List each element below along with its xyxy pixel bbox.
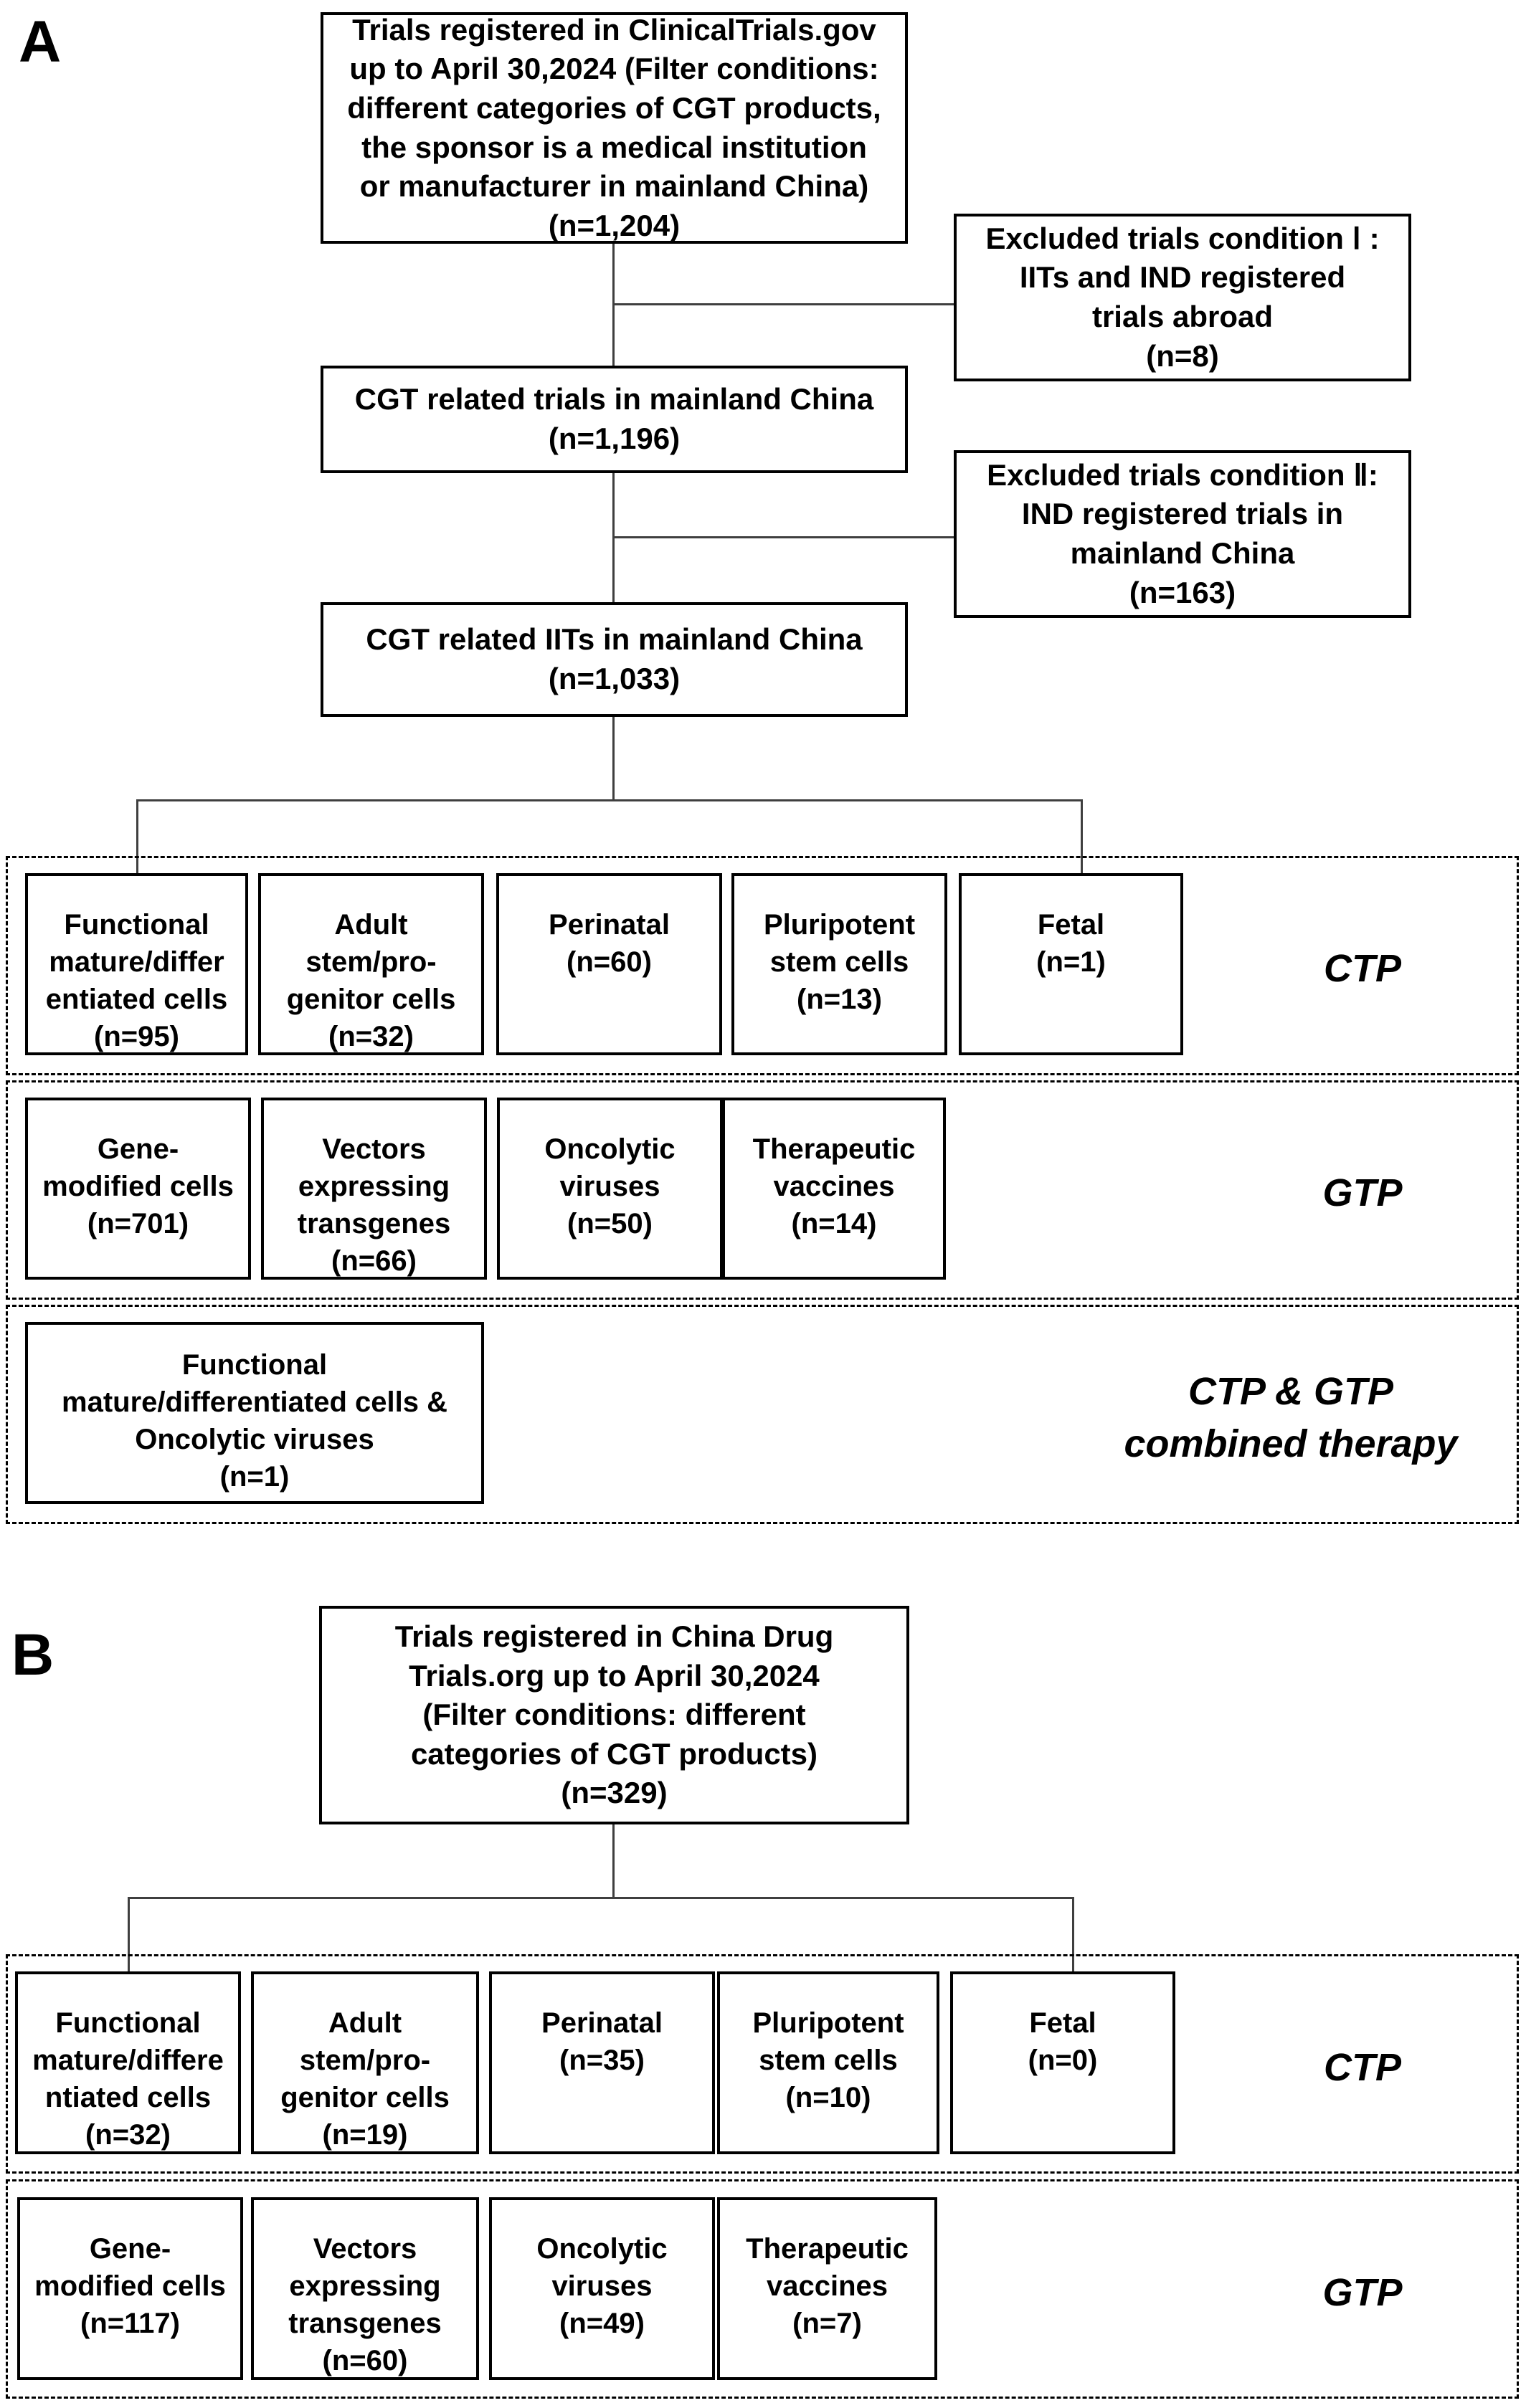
panel-b-source-box: Trials registered in China Drug Trials.o… bbox=[319, 1606, 909, 1824]
panel-b-label: B bbox=[11, 1622, 54, 1688]
panel-a-combined-box: Functional mature/differentiated cells &… bbox=[25, 1322, 484, 1504]
panel-a-cgt-trials-box: CGT related trials in mainland China (n=… bbox=[321, 366, 908, 473]
panel-a-iit-box: CGT related IITs in mainland China (n=1,… bbox=[321, 602, 908, 717]
panel-a-gtp-box-vaccines: Therapeutic vaccines (n=14) bbox=[722, 1098, 946, 1280]
connector-a-drop-left bbox=[136, 799, 138, 873]
panel-b-gtp-row-container bbox=[6, 2179, 1519, 2399]
panel-a-ctp-box-adult-stem: Adult stem/pro- genitor cells (n=32) bbox=[258, 873, 484, 1055]
panel-b-gtp-box-vectors: Vectors expressing transgenes (n=60) bbox=[251, 2197, 479, 2380]
panel-a-combined-label: CTP & GTP combined therapy bbox=[1124, 1370, 1458, 1465]
panel-a-excluded-condition-2-box: Excluded trials condition Ⅱ: IND registe… bbox=[954, 450, 1411, 618]
panel-a-ctp-label: CTP bbox=[1324, 947, 1401, 990]
panel-a-source-box: Trials registered in ClinicalTrials.gov … bbox=[321, 12, 908, 244]
connector-b-horizontal-branch bbox=[128, 1897, 1074, 1899]
connector-a-drop-right bbox=[1081, 799, 1083, 873]
connector-a-horizontal-branch bbox=[136, 799, 1083, 801]
panel-b-gtp-box-vaccines: Therapeutic vaccines (n=7) bbox=[717, 2197, 937, 2380]
panel-b-gtp-box-oncolytic: Oncolytic viruses (n=49) bbox=[489, 2197, 715, 2380]
panel-b-ctp-box-perinatal: Perinatal (n=35) bbox=[489, 1971, 715, 2154]
panel-a-label: A bbox=[19, 9, 62, 75]
panel-a-ctp-box-fetal: Fetal (n=1) bbox=[959, 873, 1183, 1055]
panel-a-gtp-box-oncolytic: Oncolytic viruses (n=50) bbox=[497, 1098, 723, 1280]
panel-b-ctp-label: CTP bbox=[1324, 2046, 1401, 2089]
panel-b-ctp-box-adult-stem: Adult stem/pro- genitor cells (n=19) bbox=[251, 1971, 479, 2154]
connector-a-branch-excluded-1 bbox=[612, 303, 954, 305]
connector-a-branch-excluded-2 bbox=[612, 536, 954, 538]
panel-b-ctp-box-fetal: Fetal (n=0) bbox=[950, 1971, 1175, 2154]
panel-b-ctp-box-functional: Functional mature/differe ntiated cells … bbox=[15, 1971, 241, 2154]
panel-a-excluded-condition-1-box: Excluded trials condition Ⅰ : IITs and I… bbox=[954, 214, 1411, 381]
panel-b-ctp-row-container bbox=[6, 1954, 1519, 2174]
connector-a-iit-down bbox=[612, 717, 615, 801]
panel-a-combined-row-container bbox=[6, 1305, 1519, 1524]
panel-a-gtp-box-vectors: Vectors expressing transgenes (n=66) bbox=[261, 1098, 487, 1280]
panel-a-gtp-row-container bbox=[6, 1080, 1519, 1300]
panel-a-ctp-box-pluripotent: Pluripotent stem cells (n=13) bbox=[731, 873, 947, 1055]
panel-a-ctp-box-functional: Functional mature/differ entiated cells … bbox=[25, 873, 248, 1055]
panel-a-ctp-box-perinatal: Perinatal (n=60) bbox=[496, 873, 722, 1055]
panel-a-ctp-row-container bbox=[6, 856, 1519, 1075]
panel-a-gtp-box-gene-modified: Gene- modified cells (n=701) bbox=[25, 1098, 251, 1280]
panel-a-gtp-label: GTP bbox=[1322, 1171, 1403, 1214]
connector-b-source-down bbox=[612, 1824, 615, 1898]
connector-b-drop-right bbox=[1072, 1897, 1074, 1971]
panel-b-ctp-box-pluripotent: Pluripotent stem cells (n=10) bbox=[717, 1971, 939, 2154]
connector-b-drop-left bbox=[128, 1897, 130, 1971]
panel-b-gtp-box-gene-modified: Gene- modified cells (n=117) bbox=[17, 2197, 243, 2380]
panel-b-gtp-label: GTP bbox=[1322, 2271, 1403, 2314]
